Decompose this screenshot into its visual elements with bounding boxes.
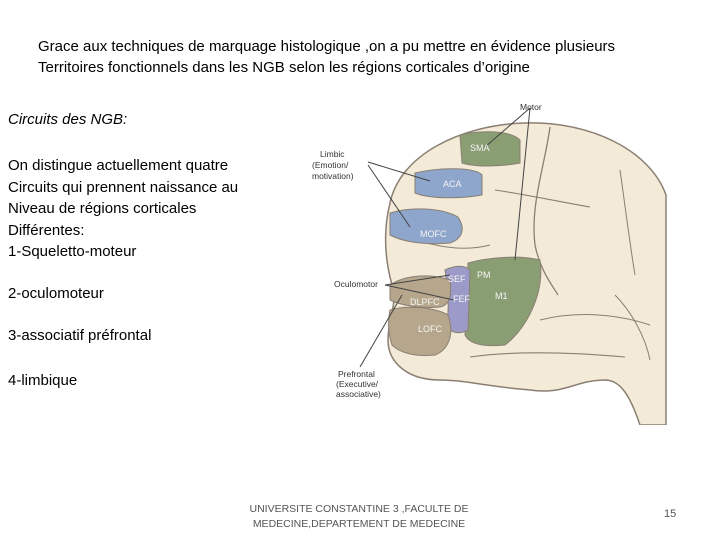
temporal-sulcus bbox=[539, 314, 651, 326]
oculomotor-label: Oculomotor bbox=[334, 279, 378, 289]
region-label-sef: SEF bbox=[448, 274, 466, 284]
region-mofc bbox=[389, 208, 463, 245]
lateral-sulcus bbox=[469, 352, 626, 358]
region-label-sma: SMA bbox=[470, 143, 490, 153]
circuit-item-1: 1-Squeletto-moteur bbox=[8, 243, 137, 260]
limbic-sub2: motivation) bbox=[312, 171, 354, 181]
region-label-m1: M1 bbox=[495, 291, 508, 301]
intro-line-2: Territoires fonctionnels dans les NGB se… bbox=[38, 59, 530, 76]
occipital-sulcus bbox=[614, 294, 651, 361]
region-pm-m1 bbox=[464, 256, 542, 347]
description-line: On distingue actuellement quatre bbox=[8, 157, 229, 174]
pointer-limbic-aca bbox=[367, 161, 431, 182]
prefrontal-title: Prefrontal bbox=[338, 369, 375, 379]
region-label-lofc: LOFC bbox=[418, 324, 443, 334]
pointer-limbic-mofc bbox=[367, 164, 411, 228]
prefrontal-sub1: (Executive/ bbox=[336, 379, 379, 389]
description-line: Circuits qui prennent naissance au bbox=[8, 178, 239, 196]
region-label-aca: ACA bbox=[443, 179, 462, 189]
pointer-oculomotor-fef bbox=[384, 284, 455, 301]
region-label-fef: FEF bbox=[453, 294, 471, 304]
intro-text: Grace aux techniques de marquage histolo… bbox=[38, 36, 698, 78]
description-block: On distingue actuellement quatre Circuit… bbox=[8, 155, 238, 263]
section-heading: Circuits des NGB: bbox=[8, 111, 128, 128]
pointer-oculomotor-sef bbox=[384, 274, 451, 286]
region-label-mofc: MOFC bbox=[420, 229, 447, 239]
footer-line-2: MEDECINE,DEPARTEMENT DE MEDECINE bbox=[252, 518, 466, 530]
limbic-title: Limbic bbox=[320, 149, 345, 159]
parietal-sulcus bbox=[619, 169, 636, 276]
description-line: Niveau de régions corticales bbox=[8, 200, 197, 217]
prefrontal-sub2: associative) bbox=[336, 389, 381, 399]
description-line: Différentes: bbox=[8, 221, 85, 239]
central-sulcus bbox=[533, 126, 559, 296]
intro-line-1: Grace aux techniques de marquage histolo… bbox=[38, 38, 616, 55]
circuit-item-3: 3-associatif préfrontal bbox=[8, 327, 152, 344]
footer-line-1: UNIVERSITE CONSTANTINE 3 ,FACULTE DE bbox=[249, 503, 469, 515]
frontal-sulcus bbox=[494, 189, 591, 208]
region-lofc bbox=[388, 306, 452, 356]
footer: UNIVERSITE CONSTANTINE 3 ,FACULTE DE MED… bbox=[248, 502, 470, 532]
circuit-item-2: 2-oculomoteur bbox=[8, 285, 104, 302]
region-dlpfc bbox=[389, 275, 452, 308]
brain-diagram: Motor Limbic (Emotion/ motivation) Oculo… bbox=[312, 102, 667, 425]
pointer-prefrontal bbox=[359, 294, 403, 368]
region-label-pm: PM bbox=[477, 270, 491, 280]
motor-label: Motor bbox=[520, 102, 542, 112]
region-label-dlpfc: DLPFC bbox=[410, 297, 440, 307]
page-number: 15 bbox=[664, 508, 677, 520]
limbic-sub1: (Emotion/ bbox=[312, 160, 349, 170]
pointer-lines bbox=[359, 107, 531, 368]
pointer-motor-sma bbox=[484, 107, 531, 148]
region-sma bbox=[459, 131, 521, 167]
circuit-item-4: 4-limbique bbox=[8, 372, 78, 389]
pointer-motor-pm bbox=[514, 107, 531, 261]
region-aca bbox=[414, 168, 483, 199]
